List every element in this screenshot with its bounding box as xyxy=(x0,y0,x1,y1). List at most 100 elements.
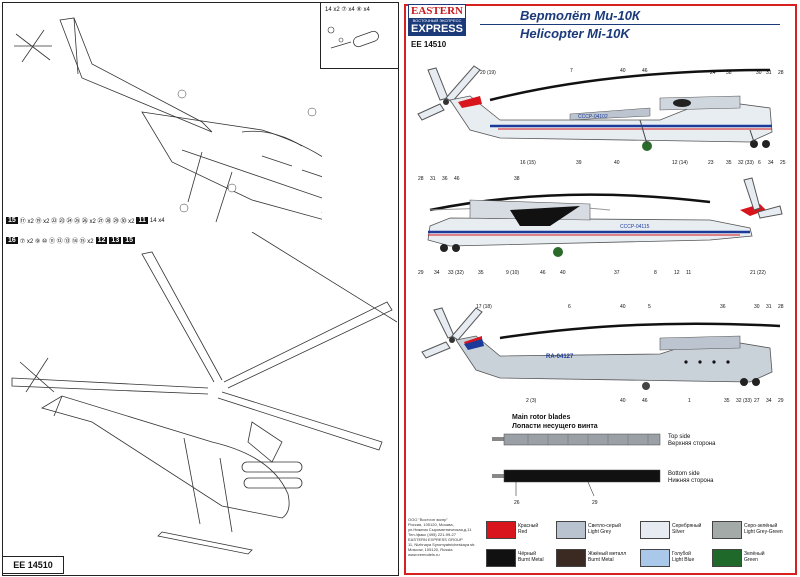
exhaust-part-drawing xyxy=(327,26,379,49)
step-16-extra-a: 12 xyxy=(95,237,108,244)
view3-callout: 30 xyxy=(754,304,760,310)
rotor-blades-title-en: Main rotor blades xyxy=(512,414,571,421)
view3-callout: 40 xyxy=(620,304,626,310)
rotor-blades-title-ru: Лопасти несущего винта xyxy=(512,423,598,430)
view1-callout: 16 (15) xyxy=(520,160,536,166)
view3-callout: 28 xyxy=(778,304,784,310)
view2-callout: 38 xyxy=(514,176,520,182)
address-line: Тел./факс (495) 221-99-27 xyxy=(408,532,456,537)
view2-callout: 35 xyxy=(478,270,484,276)
address-line: www.eemodels.ru xyxy=(408,552,440,557)
bottom-side-label: Bottom side Нижняя сторона xyxy=(668,471,714,485)
kit-code-right: EE 14510 xyxy=(411,40,447,49)
view2-callout: 11 xyxy=(686,270,691,276)
view1-callout: 12 (14) xyxy=(672,160,688,166)
swatch xyxy=(640,521,670,539)
swatch xyxy=(556,549,586,567)
view1-callout: 34 xyxy=(768,160,774,166)
title-english: Helicopter Mi-10K xyxy=(520,26,630,41)
view1-callout: 28 xyxy=(778,70,784,76)
step-15-parts: ⑰ x2 ⑲ x2 ㉒ ㉓ ㉔ ㉕ ㉖ x2 ㉗ ㉘ ㉙ ㉚ x2 xyxy=(19,219,135,225)
painting-guide-frame xyxy=(404,4,797,575)
logo-top-text: EASTERN xyxy=(408,4,466,19)
view1-callout: 40 xyxy=(620,68,626,74)
view1-registration: СССР-04102 xyxy=(578,114,608,120)
upper-assembly-drawing xyxy=(14,17,322,223)
view1-callout: 6 xyxy=(758,160,761,166)
swatch xyxy=(640,549,670,567)
view2-callout: 12 xyxy=(674,270,680,276)
view3-callout: 6 xyxy=(568,304,571,310)
bottom-side-en: Bottom side xyxy=(668,471,700,477)
color-swatch-red xyxy=(486,521,516,539)
address-line: ул.Нижняя Сыромятническая,д.11 xyxy=(408,527,472,532)
swatch xyxy=(712,521,742,539)
step-16-extra-b: 13 xyxy=(109,237,122,244)
step-16-number: 16 xyxy=(6,237,18,244)
blade-callout-29: 29 xyxy=(592,500,598,506)
view2-callout: 33 (32) xyxy=(448,270,464,276)
view3-callout: 34 xyxy=(766,398,772,404)
view2-callout: 36 xyxy=(442,176,448,182)
step-15-extra-a: 11 xyxy=(136,217,148,224)
view1-callout: 7 xyxy=(570,68,573,74)
step-15: 15 ⑰ x2 ⑲ x2 ㉒ ㉓ ㉔ ㉕ ㉖ x2 ㉗ ㉘ ㉙ ㉚ x2 11 … xyxy=(6,216,165,225)
side-view-right-2: СССР-04115 28 31 36 46 38 29 34 33 (32) … xyxy=(418,176,783,276)
view3-registration: RA-04127 xyxy=(546,354,574,360)
view3-callout: 40 xyxy=(620,398,626,404)
step-15-number: 15 xyxy=(6,217,18,224)
view1-callout: 40 xyxy=(614,160,620,166)
view2-callout: 29 xyxy=(418,270,424,276)
view3-callout: 32 (33) xyxy=(736,398,752,404)
address-line: Moscow, 105120, Russia xyxy=(408,547,453,552)
view1-callout: 46 xyxy=(642,68,648,74)
view2-callout: 40 xyxy=(560,270,566,276)
blade-callout-26: 26 xyxy=(514,500,520,506)
view1-callout: 31 xyxy=(766,70,772,76)
color-swatch-burnt-metal xyxy=(556,549,586,567)
view2-callout: 28 xyxy=(418,176,424,182)
swatch xyxy=(486,521,516,539)
eastern-express-logo: EASTERN ВОСТОЧНЫЙ ЭКСПРЕСС EXPRESS xyxy=(408,4,466,38)
lower-assembly-drawing xyxy=(11,232,397,555)
view3-callout: 29 xyxy=(778,398,784,404)
step-16-parts: ⑦ x2 ⑨ ⑩ ⑪ ⑫ ⑬ ⑭ ⑮ x2 xyxy=(19,239,94,245)
view1-callout: 24 xyxy=(710,70,716,76)
view1-callout: 23 xyxy=(708,160,714,166)
step-15-extra-b: 14 x4 xyxy=(149,217,165,224)
swatch xyxy=(556,521,586,539)
view2-callout: 31 xyxy=(430,176,436,182)
view2-registration: СССР-04115 xyxy=(620,224,650,230)
view1-callout: 30 xyxy=(756,70,762,76)
rotor-blade-views: 26 29 xyxy=(492,433,661,506)
color-swatch-light-blue xyxy=(640,549,670,567)
view2-callout: 46 xyxy=(454,176,460,182)
view3-callout: 36 xyxy=(720,304,726,310)
swatch xyxy=(712,549,742,567)
title-russian: Вертолёт Ми-10К xyxy=(520,8,640,23)
view3-callout: 27 xyxy=(754,398,760,404)
color-swatch-green xyxy=(712,549,742,567)
view1-callout: 35 xyxy=(726,160,732,166)
color-swatch-light-grey xyxy=(556,521,586,539)
view2-callout: 34 xyxy=(434,270,440,276)
step-16-extra-c: 15 xyxy=(123,237,136,244)
view1-callout: 32 (33) xyxy=(738,160,754,166)
view2-callout: 37 xyxy=(614,270,620,276)
address-line: EASTERN EXPRESS GROUP xyxy=(408,537,463,542)
swatch xyxy=(486,549,516,567)
view3-callout: 5 xyxy=(648,304,651,310)
view1-callout: 25 xyxy=(780,160,786,166)
address-line: ООО "Восточн экспр" xyxy=(408,517,448,522)
view2-callout: 9 (10) xyxy=(506,270,519,276)
view3-callout: 35 xyxy=(724,398,730,404)
view1-callout: 38 xyxy=(726,70,732,76)
view2-callout: 46 xyxy=(540,270,546,276)
color-swatch-grey-green xyxy=(712,521,742,539)
